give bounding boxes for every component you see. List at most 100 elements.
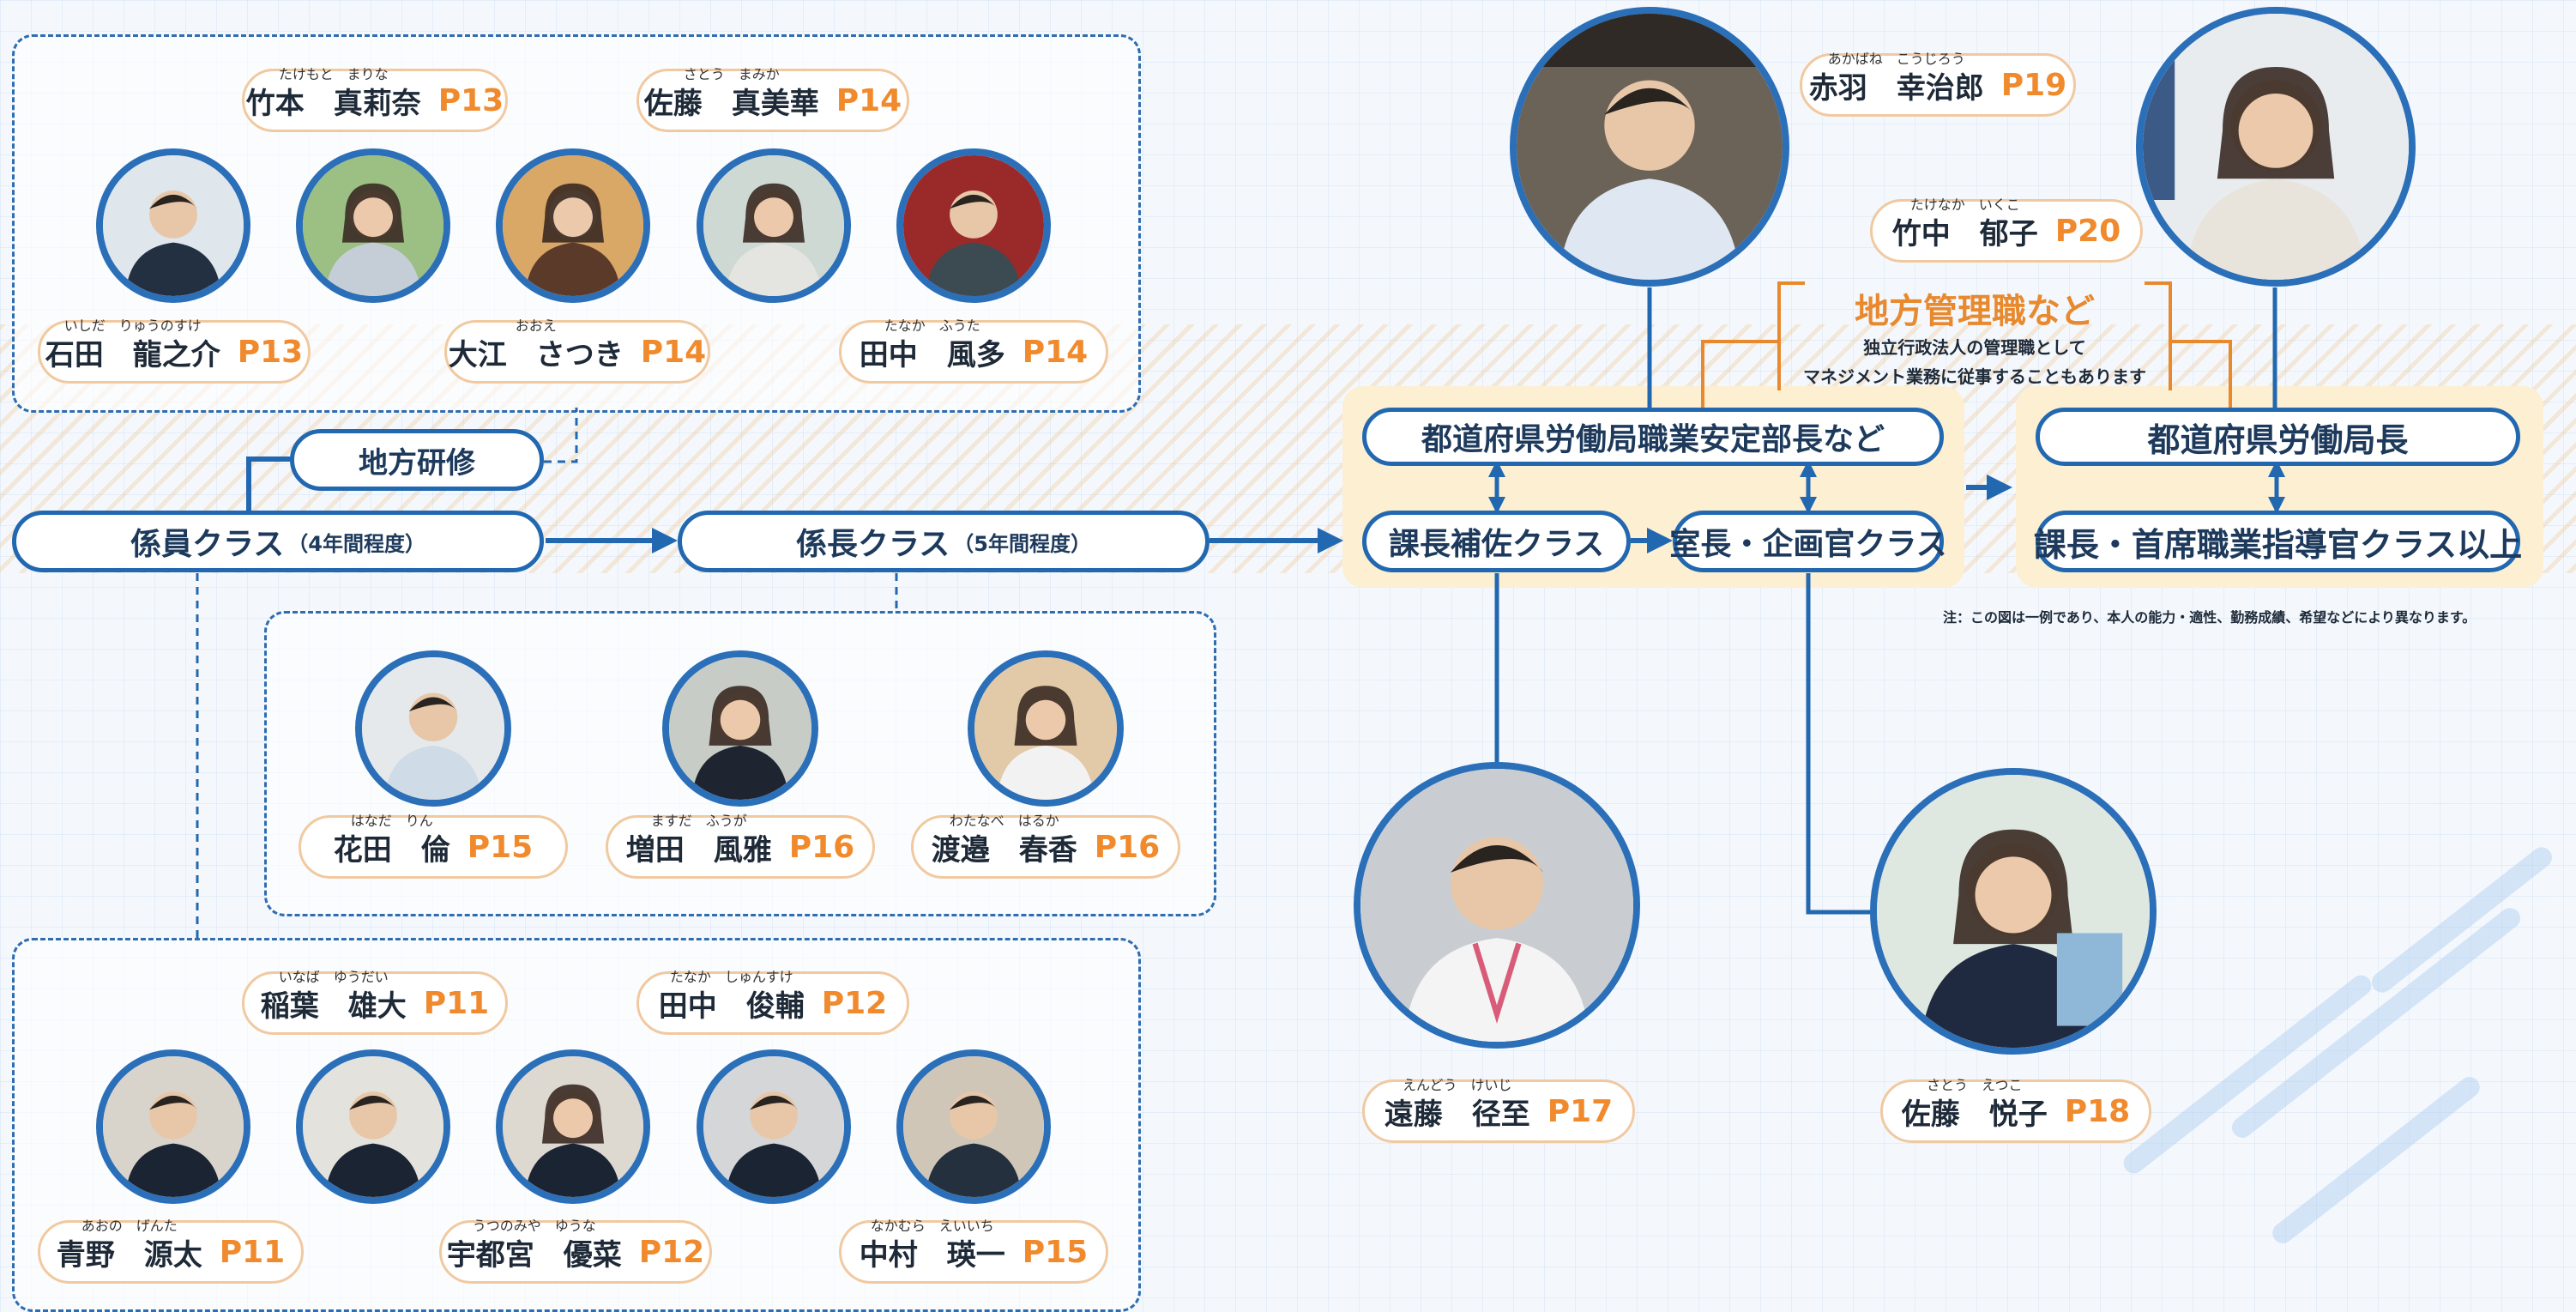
name-text: 中村 瑛一 — [859, 1237, 1005, 1273]
person-name: おおえ大江 さつき — [448, 317, 624, 373]
kakariin-label: 係員クラス — [130, 527, 285, 562]
avatar-hanada — [355, 650, 511, 807]
page-reference: P15 — [1022, 1234, 1089, 1270]
section-chief-box: 室長・企画官クラス — [1669, 511, 1947, 572]
name-tag-watanabe: わたなべ はるか渡邉 春香 P16 — [911, 813, 1180, 879]
name-text: 田中 風多 — [859, 337, 1005, 372]
person-name: さとう まみか佐藤 真美華 — [643, 66, 819, 122]
name-text: 田中 俊輔 — [658, 989, 805, 1024]
name-reading: はなだ りん — [350, 812, 433, 829]
description-line-2: マネジメント業務に従事することもあります — [1803, 366, 2146, 387]
avatar-tanaka-futa — [896, 148, 1051, 303]
avatar-sato-mamika — [697, 148, 851, 303]
description-line-1: 独立行政法人の管理職として — [1863, 337, 2086, 358]
name-text: 宇都宮 優菜 — [446, 1237, 622, 1273]
name-text: 大江 さつき — [448, 337, 624, 372]
name-reading: ますだ ふうが — [650, 812, 747, 829]
person-name: はなだ りん花田 倫 — [333, 813, 450, 868]
avatar-utsunomiya — [496, 1049, 650, 1204]
name-text: 佐藤 悦子 — [1901, 1097, 2048, 1132]
avatar-akabane — [1510, 7, 1789, 287]
page-reference: P16 — [788, 829, 855, 865]
person-name: いしだ りゅうのすけ石田 龍之介 — [45, 317, 220, 373]
page-reference: P13 — [437, 82, 504, 118]
name-reading: うつのみや ゆうな — [472, 1217, 596, 1234]
name-reading: なかむら えいいち — [870, 1217, 994, 1234]
name-tag-tanaka-shunsuke: たなか しゅんすけ田中 俊輔 P12 — [636, 969, 909, 1035]
person-name: たなか ふうた田中 風多 — [859, 317, 1005, 373]
name-text: 遠藤 径至 — [1384, 1097, 1530, 1132]
name-reading: わたなべ はるか — [949, 812, 1059, 829]
name-tag-inaba: いなば ゆうだい稲葉 雄大 P11 — [242, 969, 508, 1035]
name-text: 稲葉 雄大 — [260, 989, 407, 1024]
name-tag-sato-etsuko: さとう えつこ佐藤 悦子 P18 — [1880, 1077, 2151, 1143]
page-reference: P14 — [640, 334, 707, 370]
person-name: あおの げんた青野 源太 — [56, 1218, 202, 1273]
name-reading: いしだ りゅうのすけ — [63, 317, 202, 334]
person-name: ますだ ふうが増田 風雅 — [625, 813, 772, 868]
name-text: 渡邉 春香 — [931, 832, 1077, 868]
page-reference: P20 — [2054, 213, 2121, 249]
kakaricho-label: 係長クラス — [796, 527, 950, 562]
kakariin-class-box: 係員クラス（4年間程度） — [12, 511, 544, 572]
name-text: 佐藤 真美華 — [643, 86, 819, 121]
name-reading: おおえ — [515, 317, 557, 334]
name-reading: あおの げんた — [81, 1217, 178, 1234]
avatar-oe — [496, 148, 650, 303]
name-tag-utsunomiya: うつのみや ゆうな宇都宮 優菜 P12 — [439, 1218, 712, 1284]
name-tag-oe: おおえ大江 さつき P14 — [444, 317, 710, 384]
avatar-aono — [96, 1049, 250, 1204]
assistant-manager-box: 課長補佐クラス — [1362, 511, 1631, 572]
name-tag-takenaka: たけなか いくこ竹中 郁子 P20 — [1870, 196, 2143, 263]
page-reference: P11 — [423, 985, 490, 1021]
bureau-director-box: 都道府県労働局長 — [2036, 408, 2520, 466]
name-text: 花田 倫 — [333, 832, 450, 868]
name-reading: あかばね こうじろう — [1827, 50, 1965, 67]
page-reference: P13 — [237, 334, 304, 370]
name-tag-ishida: いしだ りゅうのすけ石田 龍之介 P13 — [38, 317, 311, 384]
name-tag-akabane: あかばね こうじろう赤羽 幸治郎 P19 — [1800, 51, 2076, 117]
regional-manager-title: 地方管理職など — [1855, 292, 2095, 331]
name-tag-sato-mamika: さとう まみか佐藤 真美華 P14 — [636, 66, 909, 132]
name-reading: いなば ゆうだい — [278, 968, 389, 985]
name-tag-tanaka-futa: たなか ふうた田中 風多 P14 — [839, 317, 1108, 384]
name-text: 竹本 真莉奈 — [245, 86, 421, 121]
regional-training-box: 地方研修 — [290, 429, 544, 491]
name-text: 青野 源太 — [56, 1237, 202, 1273]
page-reference: P14 — [1022, 334, 1089, 370]
kakaricho-class-box: 係長クラス（5年間程度） — [678, 511, 1210, 572]
regional-manager-description: 独立行政法人の管理職として マネジメント業務に従事することもあります — [1760, 333, 2189, 391]
name-tag-hanada: はなだ りん花田 倫 P15 — [299, 813, 568, 879]
person-name: なかむら えいいち中村 瑛一 — [859, 1218, 1005, 1273]
name-reading: たけなか いくこ — [1909, 196, 2020, 213]
name-text: 赤羽 幸治郎 — [1808, 70, 1984, 106]
person-name: たけなか いくこ竹中 郁子 — [1891, 196, 2038, 252]
page-reference: P15 — [467, 829, 534, 865]
avatar-inaba — [296, 1049, 450, 1204]
name-text: 竹中 郁子 — [1891, 216, 2038, 251]
page-reference: P17 — [1547, 1093, 1614, 1129]
avatar-nakamura — [896, 1049, 1051, 1204]
person-name: いなば ゆうだい稲葉 雄大 — [260, 969, 407, 1025]
page-reference: P14 — [836, 82, 902, 118]
senior-class-box: 課長・首席職業指導官クラス以上 — [2034, 511, 2522, 572]
person-name: たなか しゅんすけ田中 俊輔 — [658, 969, 805, 1025]
name-reading: たなか しゅんすけ — [669, 968, 793, 985]
name-reading: たけもと まりな — [278, 65, 389, 82]
name-reading: さとう えつこ — [1926, 1076, 2023, 1093]
name-reading: さとう まみか — [683, 65, 780, 82]
person-name: わたなべ はるか渡邉 春香 — [931, 813, 1077, 868]
footnote: 注：この図は一例であり、本人の能力・適性、勤務成績、希望などにより異なります。 — [1943, 609, 2476, 626]
avatar-masuda — [662, 650, 818, 807]
name-tag-masuda: ますだ ふうが増田 風雅 P16 — [606, 813, 875, 879]
avatar-watanabe — [968, 650, 1124, 807]
name-text: 増田 風雅 — [625, 832, 772, 868]
avatar-sato-etsuko — [1870, 768, 2157, 1055]
person-name: さとう えつこ佐藤 悦子 — [1901, 1077, 2048, 1133]
name-text: 石田 龍之介 — [45, 337, 220, 372]
dept-head-box: 都道府県労働局職業安定部長など — [1362, 408, 1944, 466]
avatar-takemoto — [296, 148, 450, 303]
person-name: うつのみや ゆうな宇都宮 優菜 — [446, 1218, 622, 1273]
name-tag-aono: あおの げんた青野 源太 P11 — [38, 1218, 304, 1284]
